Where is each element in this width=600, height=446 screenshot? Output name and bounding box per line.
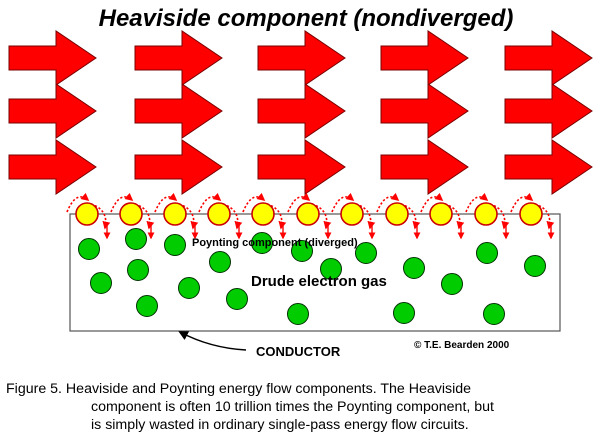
poynting-arrow-icon (420, 192, 444, 213)
diagram-title: Heaviside component (nondiverged) (99, 5, 514, 32)
poynting-arrow-icon (198, 192, 222, 213)
surface-charge-icon (207, 202, 231, 226)
heaviside-arrow-icon (8, 139, 97, 195)
heaviside-arrow-icon (380, 83, 469, 139)
electron-icon (287, 303, 309, 325)
electron-icon (209, 251, 231, 273)
heaviside-arrow-icon (257, 30, 346, 86)
surface-charge-icon (340, 202, 364, 226)
heaviside-arrow-icon (134, 139, 223, 195)
poynting-arrow-icon (331, 192, 355, 213)
heaviside-arrow-icon (8, 30, 97, 86)
heaviside-arrow-icon (134, 30, 223, 86)
surface-charge-icon (519, 202, 543, 226)
caption-line-2: component is often 10 trillion times the… (91, 399, 494, 415)
conductor-label: CONDUCTOR (256, 344, 341, 359)
surface-charge-icon (75, 202, 99, 226)
poynting-label: Poynting component (diverged) (192, 237, 358, 249)
figure-caption: Figure 5. Heaviside and Poynting energy … (0, 380, 600, 434)
heaviside-arrow-icon (8, 83, 97, 139)
electron-icon (178, 277, 200, 299)
electron-icon (164, 234, 186, 256)
electron-icon (476, 242, 498, 264)
electron-icon (291, 240, 313, 262)
poynting-arrow-icon (376, 192, 400, 213)
poynting-arrow-icon (66, 192, 90, 213)
drude-gas-label: Drude electron gas (251, 273, 387, 290)
poynting-arrow-icon (242, 192, 266, 213)
surface-charge-icon (119, 202, 143, 226)
electron-icon (403, 257, 425, 279)
surface-charge-icon (251, 202, 275, 226)
poynting-arrow-icon (154, 192, 178, 213)
heaviside-arrow-icon (380, 139, 469, 195)
copyright-notice: © T.E. Bearden 2000 (414, 340, 510, 351)
conductor-pointer-arrow (178, 331, 247, 351)
caption-line-1: Figure 5. Heaviside and Poynting energy … (6, 381, 472, 397)
electron-icon (320, 258, 342, 280)
heaviside-arrow-icon (504, 30, 593, 86)
electron-icon (251, 232, 273, 254)
electron-icon (226, 288, 248, 310)
electron-icon (393, 302, 415, 324)
electron-icon (441, 273, 463, 295)
electron-icon (483, 303, 505, 325)
electron-icon (125, 228, 147, 250)
surface-charge-icon (429, 202, 453, 226)
electron-gas (78, 228, 546, 325)
heaviside-arrow-field (8, 30, 593, 195)
electron-icon (127, 259, 149, 281)
surface-charge-row (66, 192, 555, 240)
electron-icon (90, 272, 112, 294)
poynting-arrow-icon (510, 192, 534, 213)
electron-icon (355, 242, 377, 264)
caption-line-3: is simply wasted in ordinary single-pass… (91, 417, 469, 433)
heaviside-arrow-icon (257, 139, 346, 195)
poynting-arrow-icon (465, 192, 489, 213)
surface-charge-icon (385, 202, 409, 226)
surface-charge-icon (163, 202, 187, 226)
surface-charge-icon (474, 202, 498, 226)
heaviside-arrow-icon (504, 139, 593, 195)
surface-charge-icon (296, 202, 320, 226)
heaviside-arrow-icon (504, 83, 593, 139)
poynting-arrow-icon (287, 192, 311, 213)
heaviside-arrow-icon (134, 83, 223, 139)
electron-icon (78, 238, 100, 260)
electron-icon (136, 295, 158, 317)
poynting-arrow-icon (110, 192, 134, 213)
electron-icon (524, 255, 546, 277)
heaviside-arrow-icon (380, 30, 469, 86)
heaviside-arrow-icon (257, 83, 346, 139)
